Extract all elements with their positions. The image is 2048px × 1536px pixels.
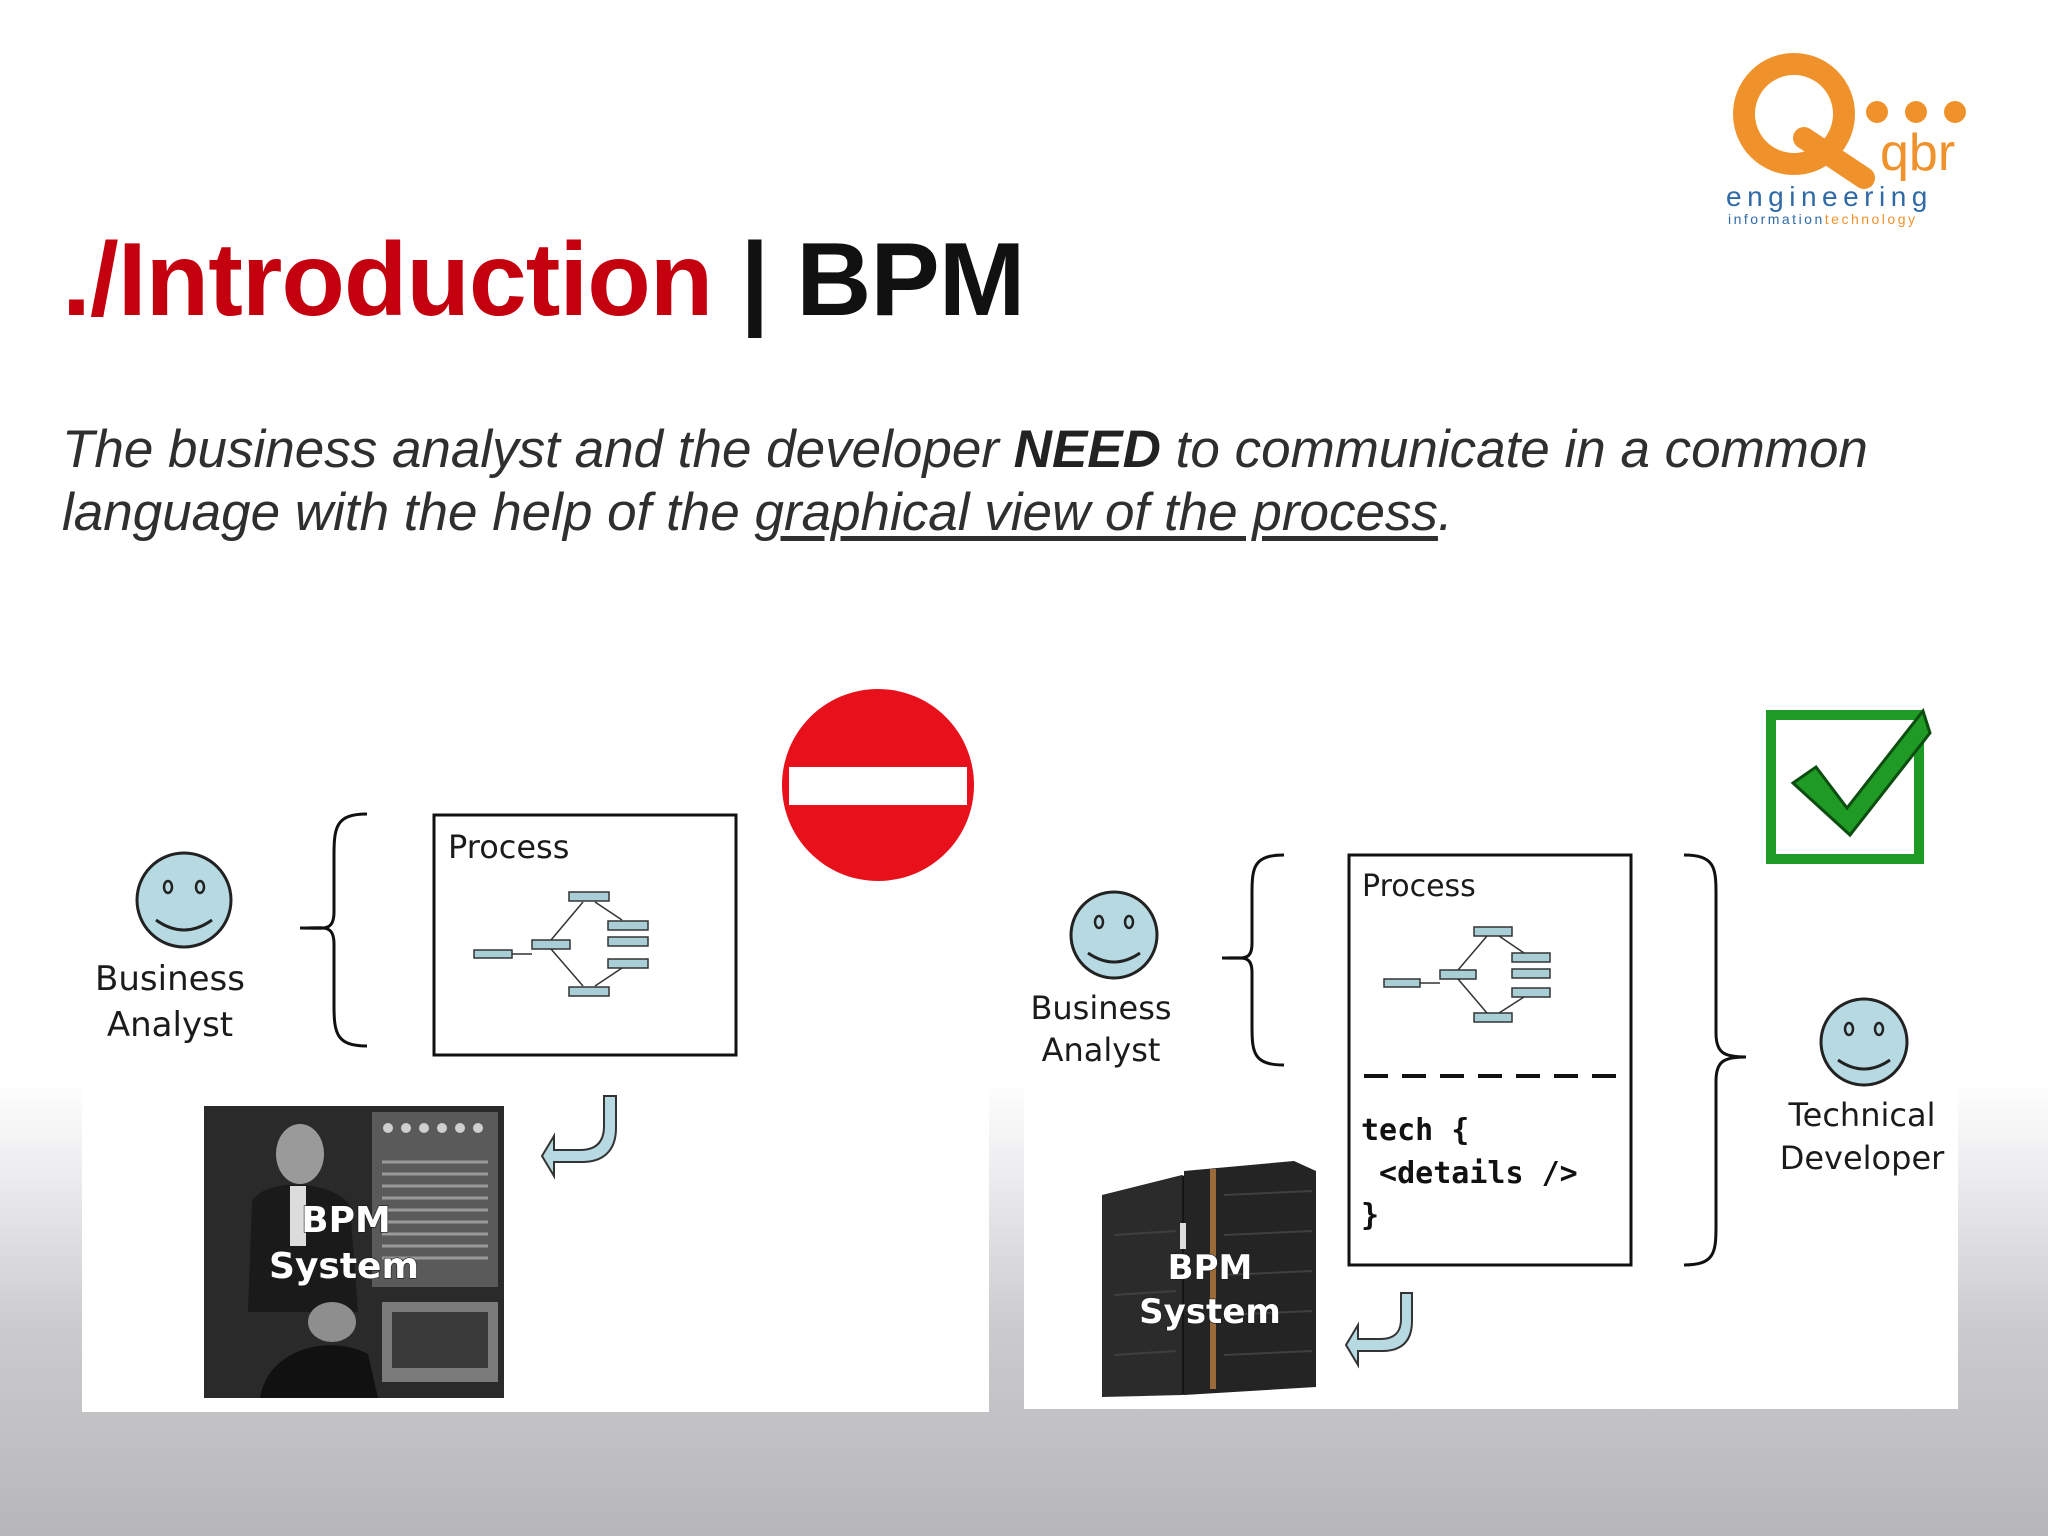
diagram-without-common-language: Business Analyst Process [82,622,989,1412]
bpm-system-label-line1: BPM [301,1200,391,1241]
q-letter-logo [1733,53,1875,189]
no-entry-icon [782,689,974,881]
diagram-with-common-language: Business Analyst Process tech { <details… [1024,675,1958,1409]
company-logo: qbr engineering informationtechnology [1712,42,2012,232]
flow-arrow-icon [540,1095,617,1180]
developer-label-line2: Developer [1780,1139,1945,1177]
code-line: tech { [1361,1113,1469,1148]
business-analyst-smiley-icon [1069,890,1159,980]
paragraph-text: . [1437,483,1453,542]
bpm-system-label-line1: BPM [1168,1248,1253,1288]
developer-label-line1: Technical [1788,1096,1936,1134]
title-topic: BPM [796,222,1025,338]
logo-dot [1866,101,1888,123]
paragraph-emphasis: NEED [1013,420,1161,479]
process-box [1347,853,1633,1267]
analyst-label-line2: Analyst [1042,1031,1161,1069]
page-title: ./Introduction | BPM [62,228,1025,332]
title-separator: | [712,222,797,338]
bpm-server-image [1102,1161,1316,1397]
left-brace [299,812,368,1048]
bpm-system-photo [204,1106,504,1398]
process-box [432,813,738,1057]
logo-brand: qbr [1880,124,1955,182]
intro-paragraph: The business analyst and the developer N… [62,418,2022,544]
code-line: <details /> [1361,1156,1578,1191]
logo-engineering: engineering [1726,181,1933,212]
technical-developer-smiley-icon [1819,997,1909,1087]
left-brace [1221,853,1285,1067]
paragraph-underlined: graphical view of the process [754,483,1438,542]
flow-arrow-icon [1344,1292,1413,1369]
business-analyst-smiley-icon [135,851,233,949]
bpm-system-label-line2: System [269,1246,419,1287]
process-label: Process [448,828,569,866]
process-label: Process [1362,869,1476,904]
paragraph-text: to communicate in a common language with… [62,420,1868,542]
code-line: } [1361,1198,1379,1233]
checkmark-icon [1766,707,1932,864]
title-section: ./Introduction [62,222,713,338]
logo-dot [1944,101,1966,123]
logo-tagline: informationtechnology [1728,211,1917,227]
bpm-system-label-line2: System [1139,1292,1281,1332]
right-brace [1683,853,1747,1267]
process-flow-icon [473,891,649,997]
analyst-label-line2: Analyst [107,1005,233,1045]
logo-dot [1905,101,1927,123]
analyst-label-line1: Business [1030,989,1171,1027]
analyst-label-line1: Business [95,959,245,999]
process-flow-icon [1383,926,1551,1023]
paragraph-text: The business analyst and the developer [62,420,1014,479]
